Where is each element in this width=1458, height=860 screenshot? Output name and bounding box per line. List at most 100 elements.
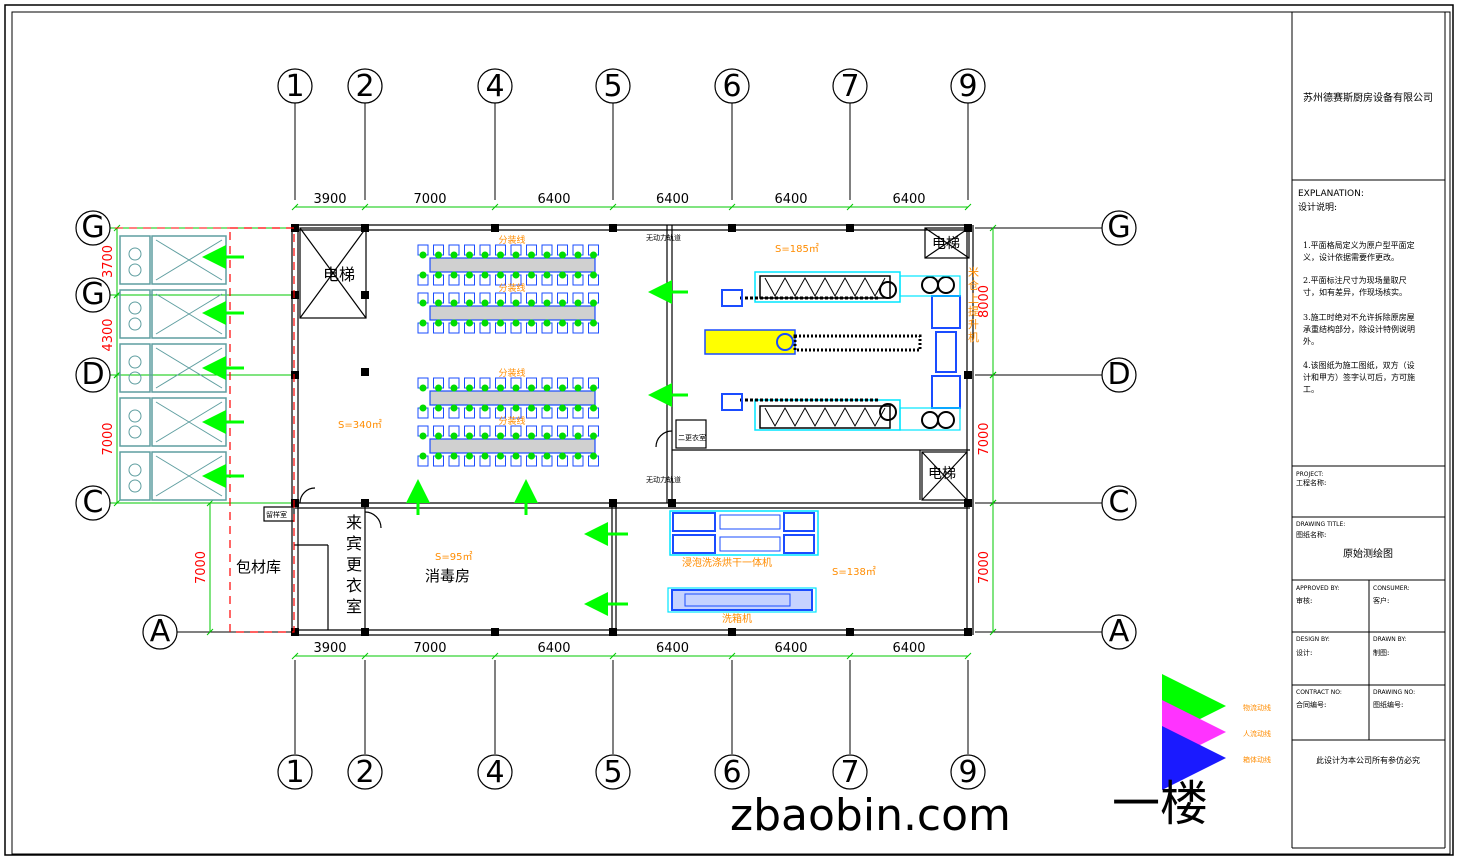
dimension-label: 7000 (413, 641, 446, 656)
design-note: 承重结构部分，除设计特例说明 (1303, 324, 1415, 334)
dimension-label: 6400 (656, 192, 689, 207)
design-note: 4.该图纸为施工图纸，双方（设 (1303, 360, 1415, 370)
grid-bubble (1101, 485, 1137, 521)
grid-column-label: 9 (958, 755, 977, 790)
design-note: 2.平面标注尺寸为现场量取尺 (1303, 275, 1407, 285)
svg-text:DRAWN BY:: DRAWN BY: (1373, 636, 1406, 643)
dimension-label: 7000 (977, 551, 992, 584)
svg-text:图纸编号:: 图纸编号: (1373, 700, 1403, 709)
svg-text:设计:: 设计: (1296, 648, 1312, 657)
grid-column-label: 1 (285, 69, 304, 104)
design-note: 工。 (1303, 385, 1319, 394)
grid-bubble (1101, 210, 1137, 246)
grid-bubble (75, 485, 111, 521)
dimension-label: 6400 (774, 192, 807, 207)
grid-column-label: 7 (840, 69, 859, 104)
grid-row-label: D (81, 357, 104, 392)
design-notes: 1.平面格局定义为原户型平面定义，设计依据需要作更改。2.平面标注尺寸为现场量取… (1303, 240, 1415, 394)
company-name: 苏州德赛斯厨房设备有限公司 (1303, 91, 1433, 104)
packing-line (429, 438, 596, 454)
dimension-label: 6400 (656, 641, 689, 656)
svg-text:DRAWING NO:: DRAWING NO: (1373, 689, 1415, 696)
area-disinfection: S=95㎡ (435, 551, 472, 563)
grid-bubble (950, 754, 986, 790)
passage-label-2: 无动力轨道 (646, 475, 681, 484)
elevator-label-2: 电梯 (932, 236, 960, 252)
copyright-notice: 此设计为本公司所有参仿必究 (1316, 755, 1420, 765)
packaging-store-label: 包材库 (236, 558, 281, 576)
grid-bubble (832, 754, 868, 790)
design-note: 外。 (1303, 336, 1319, 346)
conveyor-equipment (667, 271, 961, 613)
floor-label: 一楼 (1112, 776, 1208, 832)
cold-storage-units (119, 235, 227, 501)
svg-text:EXPLANATION:: EXPLANATION: (1298, 189, 1364, 199)
legend-label: 箱体动线 (1243, 755, 1271, 764)
grid-column-label: 4 (485, 755, 504, 790)
dimension-label: 3700 (101, 245, 116, 278)
grid-row-label: A (1109, 614, 1130, 649)
grid-bubble (75, 277, 111, 313)
svg-text:制图:: 制图: (1373, 648, 1389, 657)
room-labels: 电梯 电梯 电梯 S=340㎡ S=185㎡ S=95㎡ 消毒房 S=138㎡ … (236, 233, 960, 625)
area-packing-room: S=185㎡ (775, 243, 819, 255)
box-washer-label: 洗箱机 (722, 612, 752, 625)
elevator-label: 电梯 (323, 265, 355, 284)
cold-unit (119, 397, 151, 447)
title-block: 苏州德赛斯厨房设备有限公司 EXPLANATION: 设计说明: 1.平面格局定… (1292, 12, 1446, 849)
grid-row-label: G (81, 277, 104, 312)
packing-line-label: 分装线 (498, 234, 525, 246)
grid-column-label: 2 (355, 755, 374, 790)
structural-columns (291, 224, 972, 636)
design-note: 1.平面格局定义为原户型平面定 (1303, 240, 1415, 250)
grid-row-label: A (150, 614, 171, 649)
dimension-label: 6400 (774, 641, 807, 656)
svg-text:工程名称:: 工程名称: (1296, 478, 1326, 487)
legend-label: 人流动线 (1243, 729, 1271, 738)
grid-bubble (142, 614, 178, 650)
area-washing: S=138㎡ (832, 566, 876, 578)
grid-bubble (347, 68, 383, 104)
grid-row-label: D (1107, 357, 1130, 392)
grid-column-label: 4 (485, 69, 504, 104)
svg-text:CONTRACT NO:: CONTRACT NO: (1296, 689, 1342, 696)
design-note: 寸，如有差异，作现场核实。 (1303, 287, 1407, 297)
svg-text:图纸名称:: 图纸名称: (1296, 530, 1326, 539)
svg-text:DESIGN BY:: DESIGN BY: (1296, 636, 1330, 643)
dimension-label: 8000 (977, 285, 992, 318)
outer-frame (4, 4, 1454, 856)
svg-text:客户:: 客户: (1373, 596, 1389, 605)
svg-text:APPROVED BY:: APPROVED BY: (1296, 585, 1339, 592)
packing-line-label: 分装线 (498, 415, 525, 427)
svg-text:DRAWING TITLE:: DRAWING TITLE: (1296, 521, 1345, 528)
grid-bubble (714, 754, 750, 790)
packing-line (429, 257, 596, 273)
grid-column-label: 6 (722, 755, 741, 790)
change-room-label: 二更衣室 (678, 433, 706, 442)
grid-bubble (477, 68, 513, 104)
grid-bubble (714, 68, 750, 104)
grid-bubble (477, 754, 513, 790)
walls (263, 224, 974, 636)
packing-line-label: 分装线 (498, 367, 525, 379)
svg-text:CONSUMER:: CONSUMER: (1373, 585, 1410, 592)
packaging-store-boundary (229, 227, 295, 633)
grid-bubble (277, 754, 313, 790)
dimension-label: 7000 (977, 422, 992, 455)
dimension-label: 6400 (537, 641, 570, 656)
disinfection-label: 消毒房 (425, 567, 470, 585)
cold-unit (119, 451, 151, 501)
svg-text:审核:: 审核: (1296, 596, 1312, 605)
grid-column-label: 6 (722, 69, 741, 104)
grid-column-label: 5 (603, 69, 622, 104)
grid-column-label: 1 (285, 755, 304, 790)
packing-line (429, 390, 596, 406)
cold-unit (119, 343, 151, 393)
dimension-label: 7000 (101, 422, 116, 455)
grid-bubble (950, 68, 986, 104)
packing-line (429, 305, 596, 321)
elevator-label-3: 电梯 (928, 466, 956, 482)
